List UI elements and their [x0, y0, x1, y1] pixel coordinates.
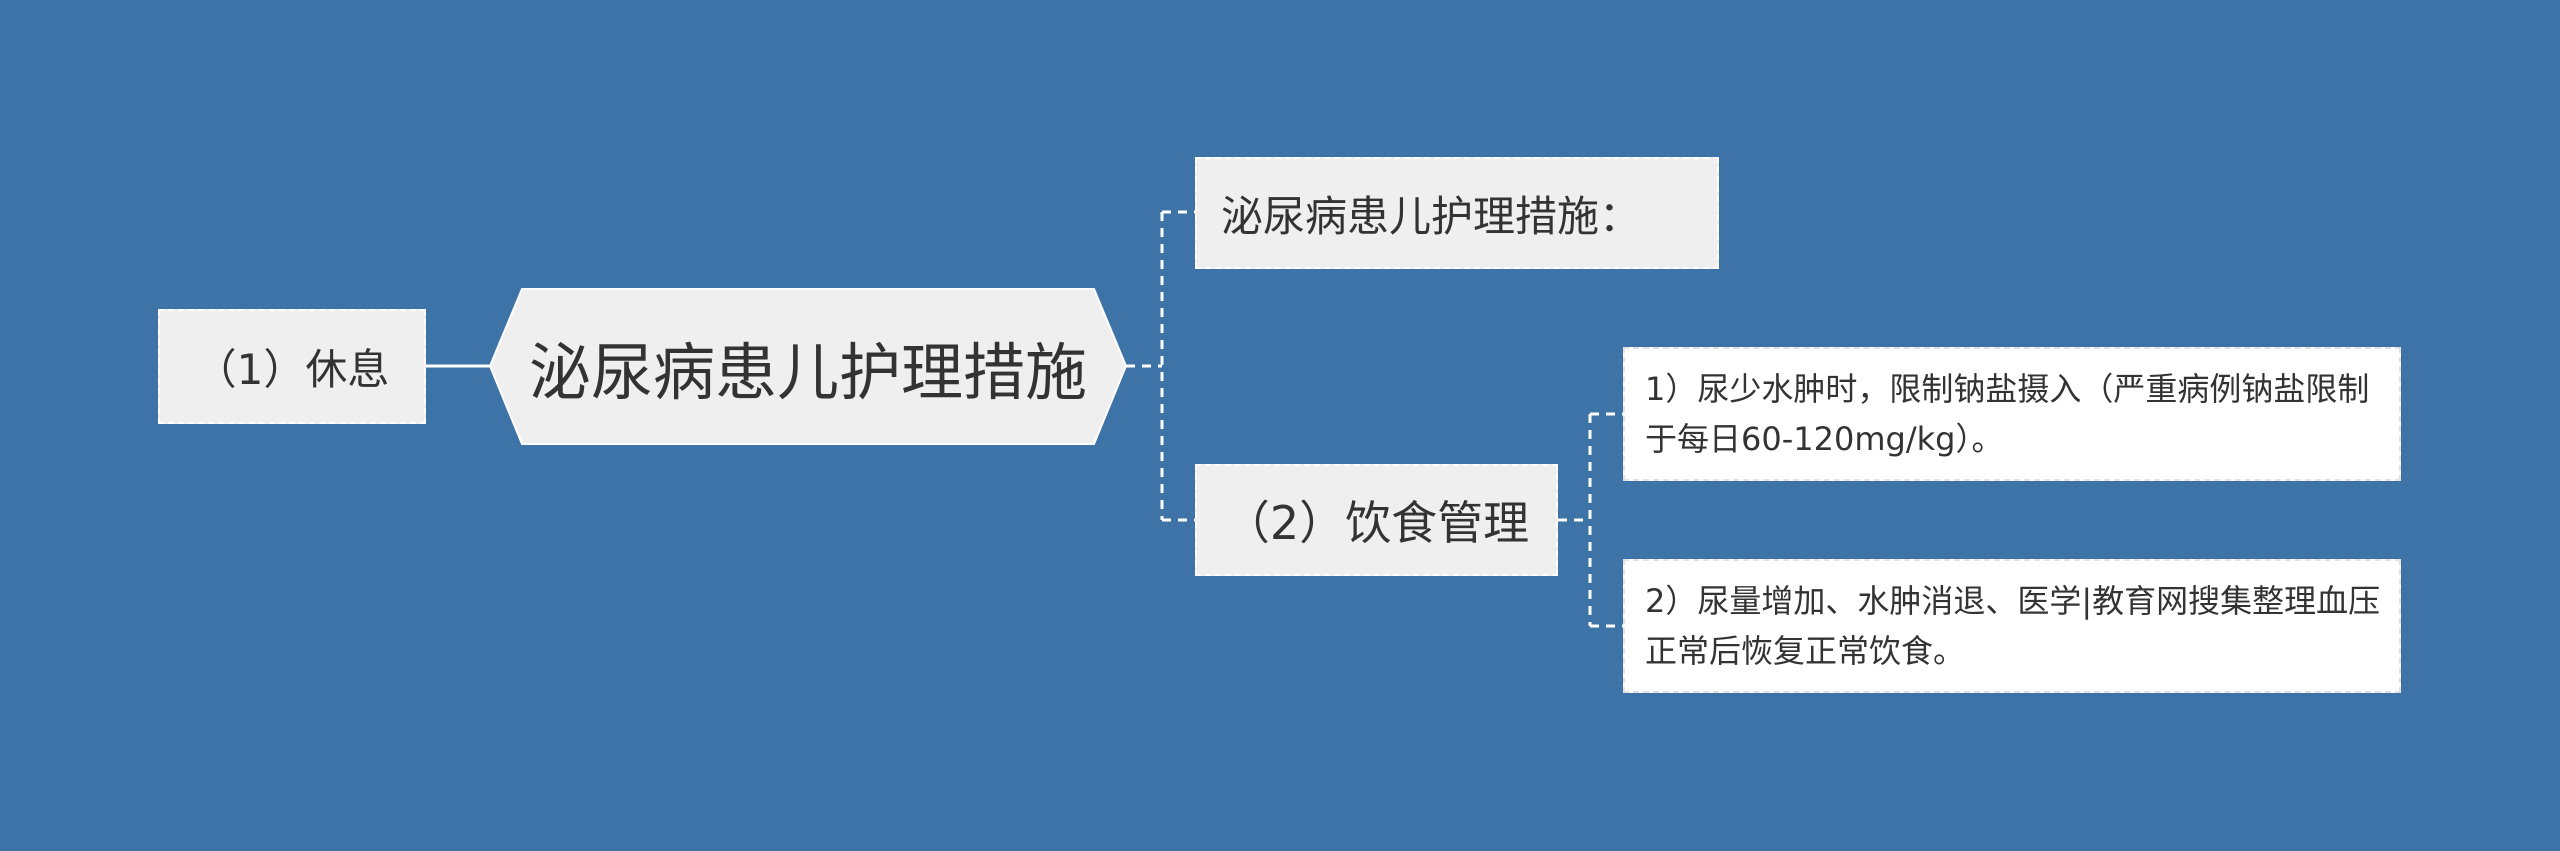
diet-item-1-label: 1）尿少水肿时，限制钠盐摄入（严重病例钠盐限制于每日60-120mg/kg）。 [1645, 370, 2370, 458]
branch-measures-label: 泌尿病患儿护理措施： [1221, 191, 1642, 241]
branch-diet: （2）饮食管理 [1195, 464, 1558, 576]
diet-item-2-label: 2）尿量增加、水肿消退、医学|教育网搜集整理血压正常后恢复正常饮食。 [1645, 582, 2381, 670]
diet-item-2: 2）尿量增加、水肿消退、医学|教育网搜集整理血压正常后恢复正常饮食。 [1623, 559, 2401, 693]
root-node-label: 泌尿病患儿护理措施 [528, 335, 1087, 409]
branch-diet-label: （2）饮食管理 [1223, 496, 1530, 550]
connector-root-to-right [1126, 210, 1195, 522]
root-node: 泌尿病患儿护理措施 [490, 289, 1126, 444]
branch-rest-label: （1）休息 [194, 345, 390, 394]
diet-item-1: 1）尿少水肿时，限制钠盐摄入（严重病例钠盐限制于每日60-120mg/kg）。 [1623, 347, 2401, 481]
connector-diet-to-items [1558, 412, 1623, 628]
branch-rest: （1）休息 [158, 309, 426, 424]
branch-measures: 泌尿病患儿护理措施： [1195, 157, 1719, 269]
